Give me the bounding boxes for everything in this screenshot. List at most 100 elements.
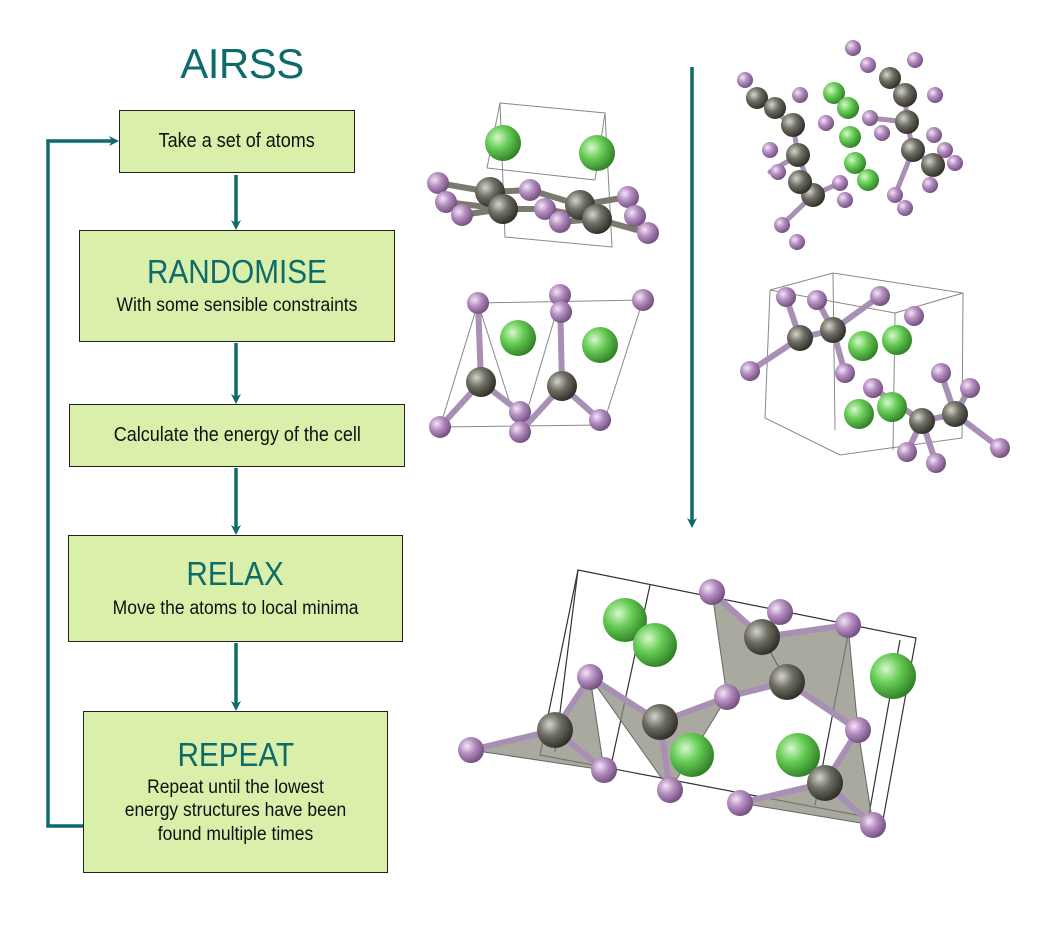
atom — [769, 664, 805, 700]
atom — [582, 204, 612, 234]
atom — [792, 87, 808, 103]
atom — [435, 191, 457, 213]
step-randomise-heading: RANDOMISE — [147, 252, 327, 290]
atom — [488, 194, 518, 224]
atom — [823, 82, 845, 104]
atom — [534, 198, 556, 220]
atom — [776, 287, 796, 307]
atom — [837, 97, 859, 119]
atom — [960, 378, 980, 398]
atom — [947, 155, 963, 171]
atom — [549, 211, 571, 233]
atom — [860, 57, 876, 73]
structure-layered — [427, 102, 659, 248]
atom — [788, 170, 812, 194]
atom — [789, 234, 805, 250]
atom — [744, 619, 780, 655]
atom — [835, 612, 861, 638]
atom — [845, 717, 871, 743]
atom — [870, 653, 916, 699]
atom — [844, 152, 866, 174]
atom — [589, 409, 611, 431]
atom — [740, 361, 760, 381]
atom — [862, 110, 878, 126]
atom — [845, 40, 861, 56]
atom — [893, 83, 917, 107]
flow-arrows — [46, 67, 697, 828]
atom — [537, 712, 573, 748]
structure-relaxed — [458, 569, 917, 838]
atom — [863, 378, 883, 398]
atom — [874, 125, 890, 141]
atom — [637, 222, 659, 244]
atom — [737, 72, 753, 88]
atom — [848, 331, 878, 361]
atom — [877, 392, 907, 422]
atom — [624, 205, 646, 227]
atom — [909, 408, 935, 434]
atom — [942, 401, 968, 427]
atom — [657, 777, 683, 803]
atom — [820, 317, 846, 343]
structure-chains — [429, 284, 654, 443]
step-take-atoms-box: Take a set of atoms — [119, 110, 355, 173]
atom — [714, 684, 740, 710]
atom — [926, 453, 946, 473]
atom — [937, 142, 953, 158]
atom — [699, 579, 725, 605]
atom — [549, 284, 571, 306]
atom — [818, 115, 834, 131]
atom — [921, 153, 945, 177]
atom — [844, 399, 874, 429]
atom — [907, 52, 923, 68]
atom — [550, 301, 572, 323]
atom — [429, 416, 451, 438]
atom — [642, 704, 678, 740]
atom — [832, 175, 848, 191]
step-randomise-text: With some sensible constraints — [116, 295, 358, 317]
atom — [786, 143, 810, 167]
atom — [547, 371, 577, 401]
atom — [807, 765, 843, 801]
atom — [922, 177, 938, 193]
atom — [781, 113, 805, 137]
atom — [870, 286, 890, 306]
atom — [776, 733, 820, 777]
step-relax-box: RELAX Move the atoms to local minima — [68, 535, 403, 642]
atom — [509, 421, 531, 443]
atom — [807, 290, 827, 310]
atom — [767, 599, 793, 625]
atom — [857, 169, 879, 191]
atom — [764, 97, 786, 119]
step-take-atoms-text: Take a set of atoms — [158, 130, 316, 152]
atom — [632, 289, 654, 311]
atom — [887, 187, 903, 203]
structure-tetra-pairs — [740, 272, 1010, 473]
atom — [927, 87, 943, 103]
atom — [427, 172, 449, 194]
step-calculate-energy-text: Calculate the energy of the cell — [113, 424, 361, 446]
step-repeat-box: REPEAT Repeat until the lowest energy st… — [83, 711, 388, 873]
atom — [770, 164, 786, 180]
atom — [835, 363, 855, 383]
atom — [603, 598, 647, 642]
atom — [837, 192, 853, 208]
atom — [466, 367, 496, 397]
atom — [633, 623, 677, 667]
atom — [519, 179, 541, 201]
atom — [670, 733, 714, 777]
atom — [579, 135, 615, 171]
atom — [901, 138, 925, 162]
cluster-atoms — [737, 40, 963, 250]
atom — [577, 664, 603, 690]
atom — [882, 325, 912, 355]
step-calculate-energy-box: Calculate the energy of the cell — [69, 404, 405, 467]
step-repeat-text: Repeat until the lowest energy structure… — [124, 776, 347, 846]
step-relax-text: Move the atoms to local minima — [112, 597, 359, 619]
atom — [926, 127, 942, 143]
atom — [990, 438, 1010, 458]
step-repeat-heading: REPEAT — [177, 736, 294, 774]
atom — [879, 67, 901, 89]
diagram-title: AIRSS — [180, 40, 304, 87]
